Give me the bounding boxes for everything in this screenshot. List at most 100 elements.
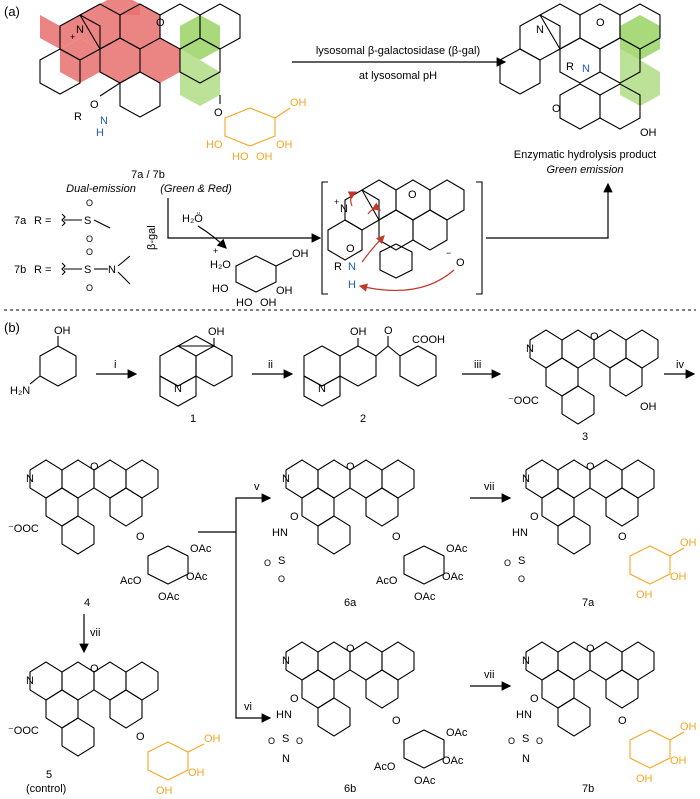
gal-h2o: H₂O bbox=[210, 259, 231, 271]
beta-gal-vertical-label: β-gal bbox=[146, 225, 158, 250]
intermediate-to-product-arrow bbox=[486, 182, 613, 239]
product-n: N bbox=[536, 24, 544, 36]
r-7a-o1: O bbox=[86, 198, 93, 208]
c7b-s: S bbox=[522, 733, 529, 745]
intermediate-o: O bbox=[408, 189, 417, 201]
c2-cooh: COOH bbox=[412, 334, 445, 346]
compound-5-structure: N O ⁻OOC O OH OH OH bbox=[8, 661, 221, 797]
r-7b-n: N bbox=[108, 264, 116, 276]
gal-oh1: OH bbox=[292, 248, 309, 260]
c4-o: O bbox=[90, 461, 99, 473]
c6b-carbonyl-o: O bbox=[290, 693, 299, 705]
c6a-n: N bbox=[282, 473, 290, 485]
step-vi: vi bbox=[244, 701, 252, 713]
product-amide-n: N bbox=[582, 63, 590, 75]
intermediate-r: R bbox=[334, 261, 342, 273]
c7b-carbonyl-o: O bbox=[530, 693, 539, 705]
compound-6b-structure: N O O HN S O O N O OAc AcO OAc OAc bbox=[268, 641, 468, 787]
c7b-oh2: OH bbox=[670, 755, 687, 767]
c3-o: O bbox=[590, 331, 599, 343]
c7b-oh1: OH bbox=[680, 721, 697, 733]
c5-n: N bbox=[26, 675, 34, 687]
c6a-oac3: OAc bbox=[414, 591, 436, 603]
enzyme-line1: lysosomal β-galactosidase (β-gal) bbox=[316, 45, 480, 57]
c2-oh: OH bbox=[350, 326, 367, 338]
intermediate-structure: N + O O R N H − O bbox=[321, 179, 483, 295]
c6a-o: O bbox=[346, 461, 355, 473]
step-iii: iii bbox=[474, 359, 481, 371]
c3-oh: OH bbox=[640, 401, 657, 413]
c4-oac1: OAc bbox=[190, 543, 212, 555]
c4-ooc: ⁻OOC bbox=[8, 523, 39, 535]
c6b-oac3: OAc bbox=[414, 775, 436, 787]
substrate-amide-o: O bbox=[90, 99, 99, 111]
r-7a-eq: R = bbox=[34, 215, 51, 227]
r-7b-label: 7b bbox=[14, 264, 26, 276]
intermediate-n-amide: N bbox=[348, 261, 356, 273]
intermediate-minus: − bbox=[446, 248, 451, 258]
c7a-so2: O bbox=[518, 574, 525, 584]
substrate-plus: + bbox=[70, 32, 75, 42]
compound-2-label: 2 bbox=[360, 413, 366, 425]
c7b-so1: O bbox=[508, 736, 515, 746]
panel-a-label: (a) bbox=[4, 4, 20, 19]
aminophenol-h2n: H₂N bbox=[10, 385, 30, 397]
compound-1-label: 1 bbox=[190, 413, 196, 425]
beta-gal-arrow bbox=[167, 198, 322, 243]
c7b-hn: HN bbox=[516, 709, 532, 721]
intermediate-phenoxide-o: O bbox=[456, 257, 465, 269]
dual-emission-paren: (Green & Red) bbox=[160, 183, 232, 195]
compound-1-structure: OH N bbox=[159, 326, 233, 407]
released-galactose: + H₂O OH OH HO HO OH bbox=[210, 246, 309, 309]
water-release-arrow bbox=[197, 225, 227, 249]
water-label: H₂Ö bbox=[182, 213, 203, 225]
r-7a-s: S bbox=[84, 215, 91, 227]
gal-ho2: HO bbox=[236, 297, 253, 309]
compound-5-label: 5 bbox=[46, 769, 52, 781]
compound-7a-structure: N O O HN S O O O OH OH OH bbox=[504, 459, 697, 601]
c7a-hn: HN bbox=[512, 527, 528, 539]
c7a-carbonyl-o: O bbox=[530, 511, 539, 523]
compound-7a-label: 7a bbox=[582, 597, 595, 609]
step-i: i bbox=[114, 359, 116, 371]
start-aminophenol: OH H₂N bbox=[10, 325, 77, 397]
c4-oac2: OAc bbox=[186, 571, 208, 583]
c6b-oac2: OAc bbox=[442, 755, 464, 767]
compound-4-label: 4 bbox=[84, 597, 90, 609]
substrate-sugar-oh3: OH bbox=[256, 151, 273, 163]
c6b-s: S bbox=[282, 733, 289, 745]
c5-glyco-o: O bbox=[136, 731, 145, 743]
substrate-sugar-ho1: HO bbox=[206, 139, 223, 151]
compound-4-structure: N O ⁻OOC O OAc AcO OAc OAc bbox=[8, 459, 212, 603]
r-7a-o2: O bbox=[86, 234, 93, 244]
gal-plus: + bbox=[213, 246, 218, 256]
c7a-oh3: OH bbox=[636, 589, 653, 601]
intermediate-carbonyl-o: O bbox=[346, 243, 355, 255]
product-line1: Enzymatic hydrolysis product bbox=[514, 149, 656, 161]
c6b-o: O bbox=[346, 643, 355, 655]
substrate-r: R bbox=[74, 111, 82, 123]
step-ii: ii bbox=[268, 359, 273, 371]
substrate-sugar-oh1: OH bbox=[290, 97, 307, 109]
substrate-amide-h: H bbox=[96, 127, 104, 139]
c5-oh3: OH bbox=[156, 785, 173, 797]
c3-n: N bbox=[526, 343, 534, 355]
c6b-n: N bbox=[282, 655, 290, 667]
c4-aco: AcO bbox=[120, 575, 142, 587]
c6b-so1: O bbox=[268, 736, 275, 746]
dual-emission-text: Dual-emission bbox=[66, 183, 136, 195]
compound-6a-label: 6a bbox=[344, 597, 357, 609]
gal-oh3: OH bbox=[260, 297, 277, 309]
c1-n: N bbox=[174, 383, 182, 395]
substrate-sugar-oh2: OH bbox=[276, 139, 293, 151]
step-vi-arrow bbox=[235, 532, 272, 723]
substrate-o: O bbox=[156, 17, 165, 29]
c7b-nme2: N bbox=[522, 753, 530, 765]
r-7b-o2: O bbox=[86, 283, 93, 293]
product-r: R bbox=[566, 61, 574, 73]
c4-n: N bbox=[26, 473, 34, 485]
c3-ooc: ⁻OOC bbox=[508, 395, 539, 407]
substrate-n: N bbox=[76, 24, 84, 36]
r-7b-eq: R = bbox=[34, 264, 51, 276]
c7b-oh3: OH bbox=[636, 773, 653, 785]
